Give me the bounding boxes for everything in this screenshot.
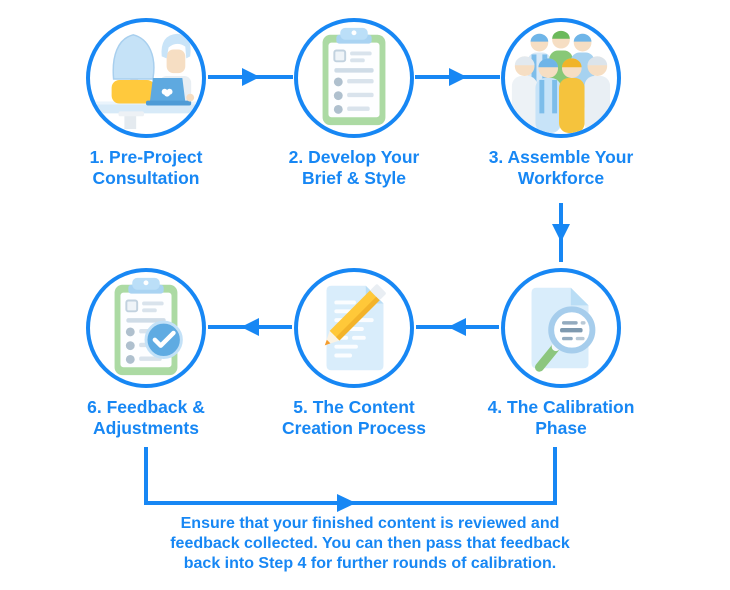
document-pencil-icon xyxy=(324,284,386,371)
step-label-line: Brief & Style xyxy=(301,168,407,188)
step-4-label: 4. The Calibration Phase xyxy=(466,397,656,439)
step-label-line: 3. Assemble Your xyxy=(488,147,634,167)
document-magnifier-icon xyxy=(531,287,596,372)
step-2-label: 2. Develop Your Brief & Style xyxy=(259,147,449,189)
step-label-line: Creation Process xyxy=(282,418,426,438)
step-1-circle xyxy=(86,18,206,138)
loop-note-line: Ensure that your finished content is rev… xyxy=(180,515,560,532)
step-1-label: 1. Pre-Project Consultation xyxy=(51,147,241,189)
step-label-line: Phase xyxy=(535,418,587,438)
loop-note-line: feedback collected. You can then pass th… xyxy=(170,535,570,552)
step-label-line: Consultation xyxy=(92,168,200,188)
arrowhead-right-icon xyxy=(242,68,260,86)
arrowhead-right-icon xyxy=(337,494,356,512)
arrowhead-down-icon xyxy=(552,224,570,242)
step-label-line: 1. Pre-Project xyxy=(89,147,203,167)
step-5-label: 5. The Content Creation Process xyxy=(259,397,449,439)
step-6-circle xyxy=(86,268,206,388)
arrowhead-left-icon xyxy=(241,318,259,336)
step-6-label: 6. Feedback & Adjustments xyxy=(51,397,241,439)
step-label-line: 2. Develop Your xyxy=(288,147,420,167)
step-label-line: 6. Feedback & xyxy=(87,397,205,417)
step-3-circle xyxy=(501,18,621,138)
feedback-loop-line xyxy=(144,447,557,505)
consultation-icon xyxy=(92,33,200,130)
arrowhead-left-icon xyxy=(448,318,466,336)
step-5-circle xyxy=(294,268,414,388)
step-2-circle xyxy=(294,18,414,138)
step-4-circle xyxy=(501,268,621,388)
arrowhead-right-icon xyxy=(449,68,467,86)
loop-note-line: back into Step 4 for further rounds of c… xyxy=(183,555,557,572)
clipboard-check-icon xyxy=(114,277,183,376)
step-3-label: 3. Assemble Your Workforce xyxy=(466,147,656,189)
clipboard-checklist-icon xyxy=(322,27,386,126)
step-label-line: 5. The Content xyxy=(293,397,415,417)
feedback-loop-note: Ensure that your finished content is rev… xyxy=(95,514,645,574)
step-label-line: Workforce xyxy=(517,168,605,188)
step-label-line: 4. The Calibration xyxy=(487,397,635,417)
step-label-line: Adjustments xyxy=(93,418,199,438)
workforce-group-icon xyxy=(511,30,611,133)
